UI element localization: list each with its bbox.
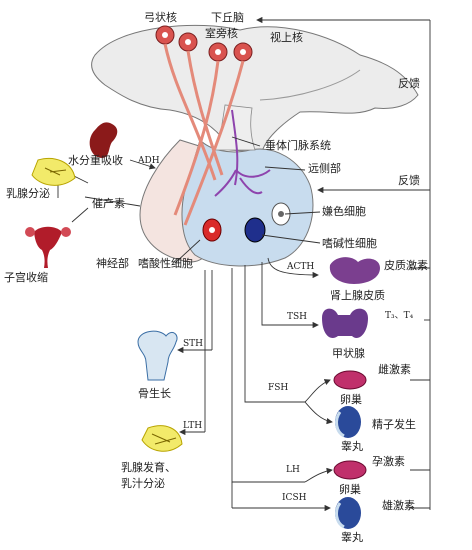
acidophil-label: 嗜酸性细胞 (138, 257, 193, 270)
adrenal-image (329, 257, 380, 284)
fsh-label: FSH (268, 383, 289, 393)
supraoptic-neuron (233, 42, 253, 62)
hypothalamus-label: 下丘脑 (211, 11, 244, 24)
anterior-lobe (181, 139, 314, 267)
testis-image-2 (335, 497, 361, 529)
paraventricular-neuron (208, 42, 228, 62)
ovary-label-1: 卵巢 (340, 393, 362, 406)
lth-label: LTH (183, 421, 203, 431)
distal-part-label: 远侧部 (308, 162, 341, 175)
ovary-image-1 (333, 370, 367, 390)
lactation-label: 乳汁分泌 (121, 477, 165, 490)
bone-image (137, 330, 178, 381)
lh-label: LH (286, 465, 300, 475)
bone-growth-label: 骨生长 (138, 387, 171, 400)
androgen-label: 雄激素 (382, 499, 415, 512)
spermatogenesis-label: 精子发生 (372, 418, 416, 431)
ovary-image-2 (333, 460, 367, 480)
portal-system-label: 垂体门脉系统 (265, 139, 331, 152)
adrenal-cortex-label: 肾上腺皮质 (330, 289, 385, 302)
estrogen-label: 雌激素 (378, 363, 411, 376)
tsh-label: TSH (287, 312, 308, 322)
ovary-label-2: 卵巢 (339, 483, 361, 496)
thyroid-image (322, 308, 368, 338)
arcuate-neuron-1 (155, 25, 175, 45)
portal-vessels (214, 109, 271, 197)
breast-image-lower (141, 425, 183, 452)
feedback-label-1: 反馈 (398, 77, 420, 90)
progesterone-label: 孕激素 (372, 455, 405, 468)
adh-label: ADH (138, 156, 160, 166)
testis-label-2: 睾丸 (341, 531, 363, 544)
thyroid-label: 甲状腺 (332, 347, 365, 360)
mammary-development-label: 乳腺发育、 (121, 461, 176, 474)
neural-part-label: 神经部 (96, 257, 129, 270)
arcuate-label: 弓状核 (144, 11, 177, 24)
hypothalamus-tissue (91, 24, 419, 153)
corticosteroid-label: 皮质激素 (384, 259, 428, 272)
basophil-label: 嗜碱性细胞 (322, 237, 377, 250)
sth-label: STH (183, 339, 204, 349)
paraventricular-label: 室旁核 (205, 27, 238, 40)
testis-label-1: 睾丸 (341, 440, 363, 453)
acth-label: ACTH (287, 262, 315, 272)
testis-image-1 (335, 406, 361, 438)
supraoptic-label: 视上核 (270, 31, 303, 44)
kidney-image (89, 122, 118, 158)
axon-tracts (163, 43, 245, 226)
t3t4-label: T₃、T₄ (385, 311, 414, 321)
oxytocin-label: 催产素 (92, 197, 125, 210)
water-reabsorption-label: 水分重吸收 (68, 154, 123, 167)
milk-ejection-label: 乳腺分泌 (6, 187, 50, 200)
chromophobe-label: 嫌色细胞 (322, 205, 366, 218)
uterine-contraction-label: 子宫收缩 (4, 271, 48, 284)
arcuate-neuron-2 (178, 32, 198, 52)
icsh-label: ICSH (282, 493, 307, 503)
uterus-image (25, 226, 71, 268)
breast-image-upper (31, 157, 76, 186)
basophil-cell (244, 217, 266, 243)
feedback-label-2: 反馈 (398, 174, 420, 187)
